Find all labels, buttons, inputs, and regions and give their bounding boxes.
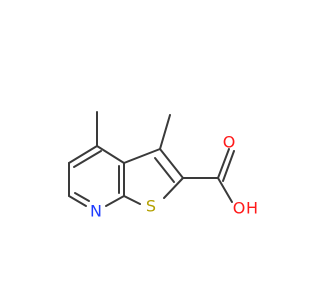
ring-bond-c4-c5 [68,145,98,164]
ring-bond-c3-c2-double [154,157,175,183]
ring-bond-c3-c2 [159,148,184,179]
atom-sulfur: S [146,197,156,216]
carbonyl-bond-b [222,150,235,182]
ring-bond-s-c7a [123,195,141,205]
ring-bond-c3a-c4 [96,145,125,164]
bond-layer [68,111,235,207]
atom-nitrogen: N [90,202,102,221]
atom-label-layer: N S O O H [90,133,258,221]
ring-bond-c6-n-double [74,192,90,202]
ring-bond-c6-n [68,195,87,207]
atom-hydrogen-hydroxyl: H [246,199,258,218]
molecule-canvas: N S O O H [68,111,259,221]
carbonyl-bond-a [217,148,230,179]
hydroxyl-bond [217,177,233,203]
atom-oxygen-carbonyl: O [223,133,236,152]
ring-bond-n-c7a [105,195,125,207]
ring-bond-c4-c5-double [73,150,102,168]
atom-oxygen-hydroxyl: O [233,199,246,218]
methyl-bond-3 [159,114,171,150]
ring-bond-c3a-c3 [123,148,161,164]
molecule-structure: N S O O H [68,111,258,221]
ring-bond-c2-s [163,177,184,199]
